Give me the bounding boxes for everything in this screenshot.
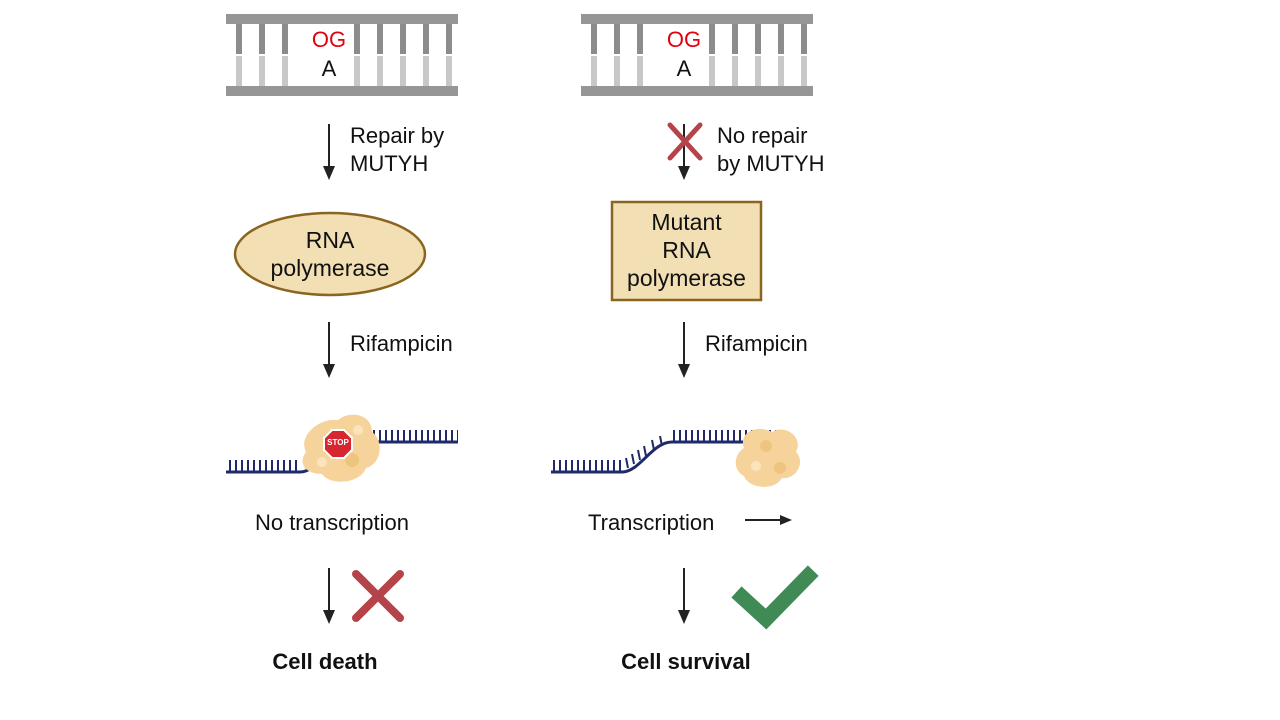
left-arrow-rifampicin <box>323 322 335 378</box>
mutant-rna-polymerase-label-line1: Mutant <box>651 209 722 235</box>
no-repair-cross-icon <box>667 122 703 161</box>
transcription-direction-arrow <box>745 515 792 525</box>
left-a-base: A <box>321 56 337 81</box>
no-transcription-label: No transcription <box>254 510 410 535</box>
mutant-rna-polymerase-label-line3: polymerase <box>627 265 746 291</box>
right-rifampicin-label: Rifampicin <box>705 331 808 356</box>
left-arrow-repair <box>323 124 335 180</box>
right-a-base: A <box>676 56 692 81</box>
left-arrow-outcome <box>323 568 335 624</box>
transcription-label: Transcription <box>588 510 715 535</box>
left-og-base: OG <box>311 27 347 52</box>
left-step1-label-line1: Repair by <box>350 123 445 148</box>
left-dna-duplex <box>226 14 458 96</box>
right-og-base: OG <box>666 27 702 52</box>
cross-icon <box>352 570 404 622</box>
left-step1-label-line2: MUTYH <box>350 151 429 176</box>
right-step1-label-line2: by MUTYH <box>717 151 825 176</box>
stop-sign-icon <box>323 429 353 459</box>
rna-polymerase-shape <box>233 211 427 297</box>
mutant-rna-polymerase-shape <box>610 200 763 302</box>
mutant-rna-polymerase-label-line2: RNA <box>662 237 711 263</box>
right-arrow-rifampicin <box>678 322 690 378</box>
rna-polymerase-label-line2: polymerase <box>270 255 390 281</box>
right-transcription-bubble <box>551 430 782 474</box>
right-polymerase-blob <box>735 428 801 487</box>
stop-sign-label: STOP <box>327 438 349 447</box>
cell-death-label: Cell death <box>272 649 378 674</box>
right-dna-duplex <box>581 14 813 96</box>
right-step1-label-line1: No repair <box>717 123 808 148</box>
right-arrow-outcome <box>678 568 690 624</box>
cell-survival-label: Cell survival <box>621 649 751 674</box>
rna-polymerase-label-line1: RNA <box>305 227 355 253</box>
left-rifampicin-label: Rifampicin <box>350 331 453 356</box>
check-icon <box>731 565 819 630</box>
